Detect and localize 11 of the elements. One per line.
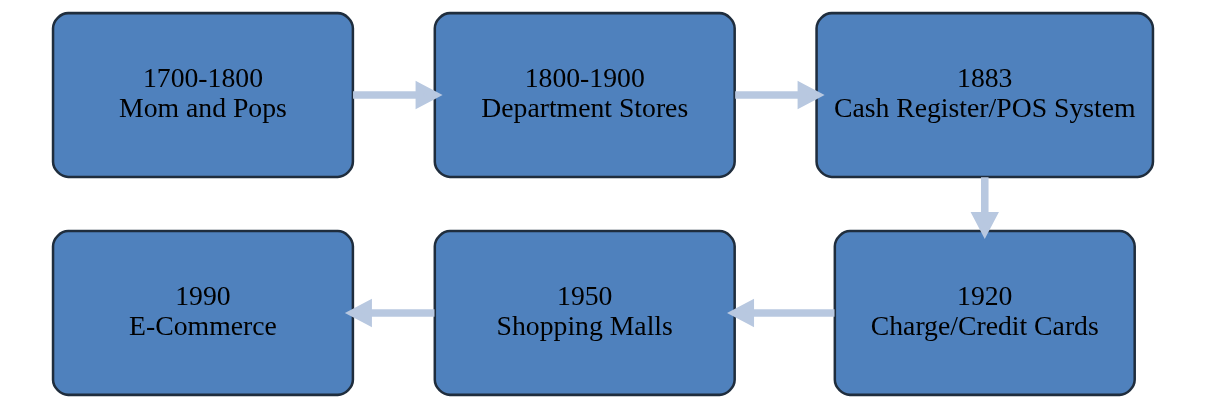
node-box: 1920 Charge/Credit Cards — [833, 229, 1136, 397]
node-box: 1990 E-Commerce — [51, 229, 355, 397]
node-box: 1700-1800 Mom and Pops — [51, 11, 355, 179]
arrow — [735, 80, 825, 110]
node-box: 1950 Shopping Malls — [433, 229, 736, 397]
arrow — [353, 80, 443, 110]
node-box: 1800-1900 Department Stores — [433, 11, 736, 179]
arrow — [344, 298, 435, 328]
arrow — [727, 298, 835, 328]
arrow — [970, 177, 999, 239]
node-box: 1883 Cash Register/POS System — [815, 11, 1155, 179]
